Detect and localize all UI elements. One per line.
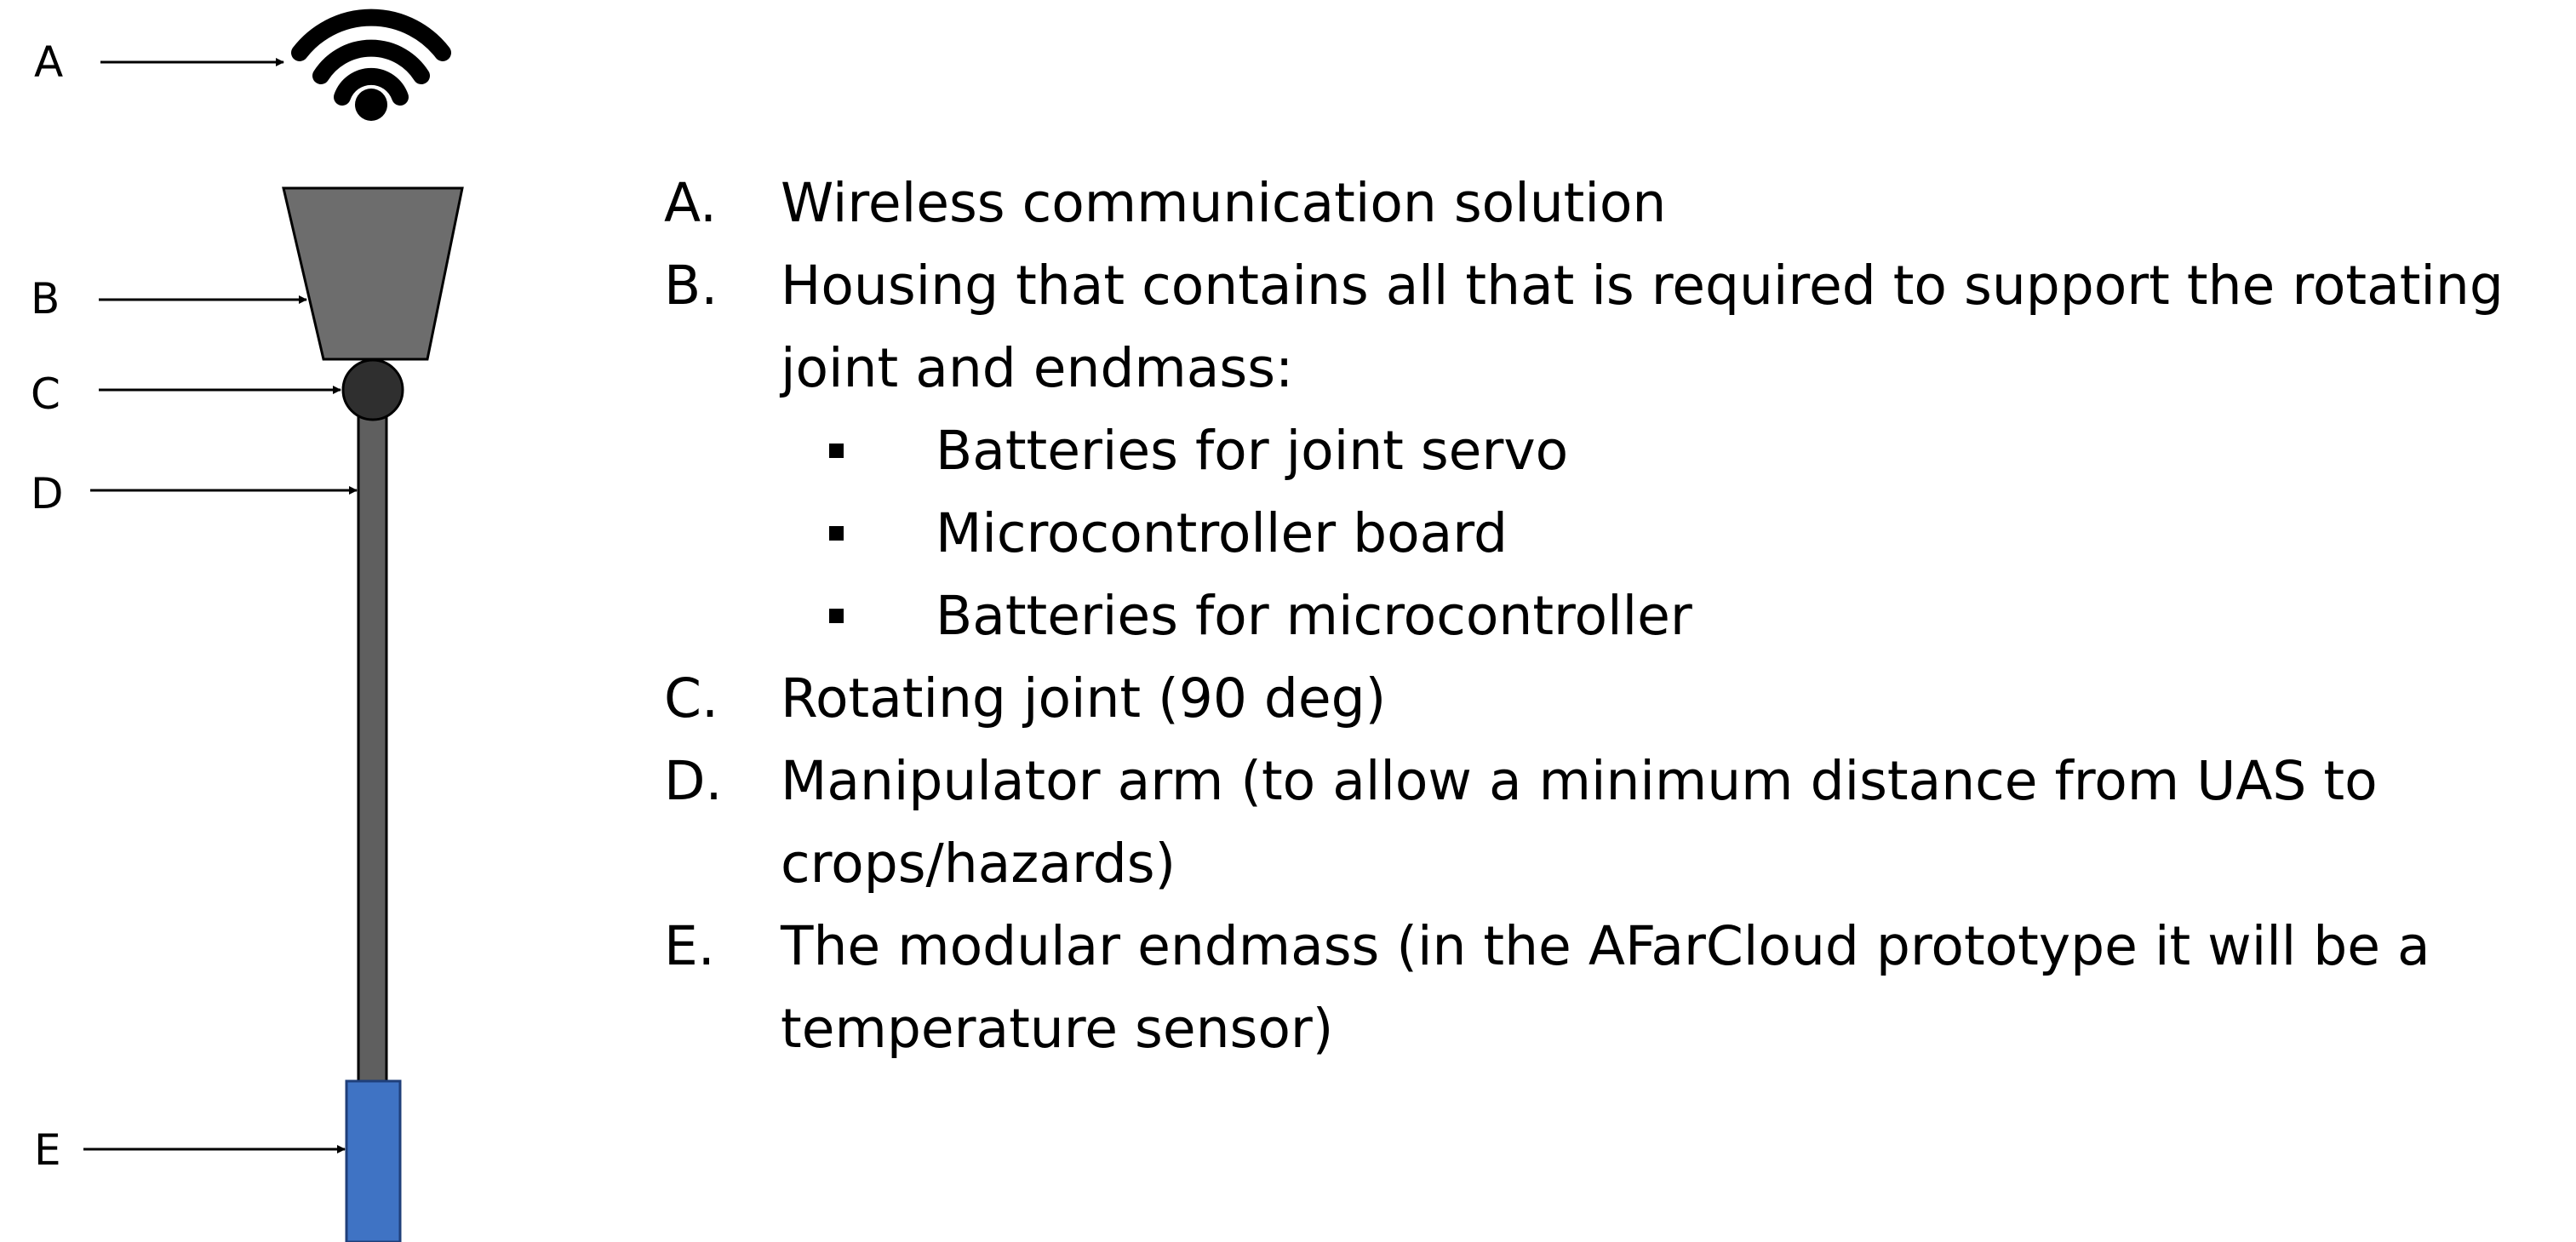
legend-text: The modular endmass (in the AFarCloud pr… xyxy=(781,915,2430,977)
legend-text: Housing that contains all that is requir… xyxy=(781,255,2504,317)
legend-text: Manipulator arm (to allow a minimum dist… xyxy=(781,750,2378,812)
callout-letter: D xyxy=(31,469,64,518)
legend-letter: D. xyxy=(664,750,723,812)
legend-item-c: C. Rotating joint (90 deg) xyxy=(664,657,2562,740)
prototype-diagram: A B C D E xyxy=(31,9,464,1242)
legend-text: temperature sensor) xyxy=(781,998,1334,1060)
legend-item-b: B. Housing that contains all that is req… xyxy=(664,244,2562,409)
wifi-icon xyxy=(291,9,451,121)
legend-item-a: A. Wireless communication solution xyxy=(664,162,2562,244)
rotating-joint-shape xyxy=(341,358,404,421)
manipulator-arm-shape xyxy=(357,383,388,1083)
callout-letter: E xyxy=(34,1125,61,1175)
callout-letter: A xyxy=(34,37,63,87)
legend-sub-item: Batteries for microcontroller xyxy=(664,575,2562,657)
legend-item-d: D. Manipulator arm (to allow a minimum d… xyxy=(664,740,2562,905)
legend-letter: E. xyxy=(664,915,715,977)
legend-letter: C. xyxy=(664,667,719,730)
endmass-shape xyxy=(345,1079,402,1242)
legend-sub-text: Microcontroller board xyxy=(936,502,1508,564)
legend-sub-text: Batteries for joint servo xyxy=(936,420,1569,482)
legend-text: joint and endmass: xyxy=(781,337,1294,399)
callout-letter: B xyxy=(31,274,60,323)
legend-item-e: E. The modular endmass (in the AFarCloud… xyxy=(664,905,2562,1070)
legend-letter: A. xyxy=(664,172,718,234)
legend-list: A. Wireless communication solution B. Ho… xyxy=(664,162,2562,1070)
legend-letter: B. xyxy=(664,255,718,317)
legend-sub-item: Microcontroller board xyxy=(664,492,2562,575)
legend-text: crops/hazards) xyxy=(781,833,1176,895)
callout-letter: C xyxy=(31,369,60,419)
legend-sub-item: Batteries for joint servo xyxy=(664,409,2562,492)
legend-text: Wireless communication solution xyxy=(781,172,1667,234)
legend-sub-text: Batteries for microcontroller xyxy=(936,585,1692,647)
housing-shape xyxy=(282,186,464,361)
legend-text: Rotating joint (90 deg) xyxy=(781,667,1387,730)
